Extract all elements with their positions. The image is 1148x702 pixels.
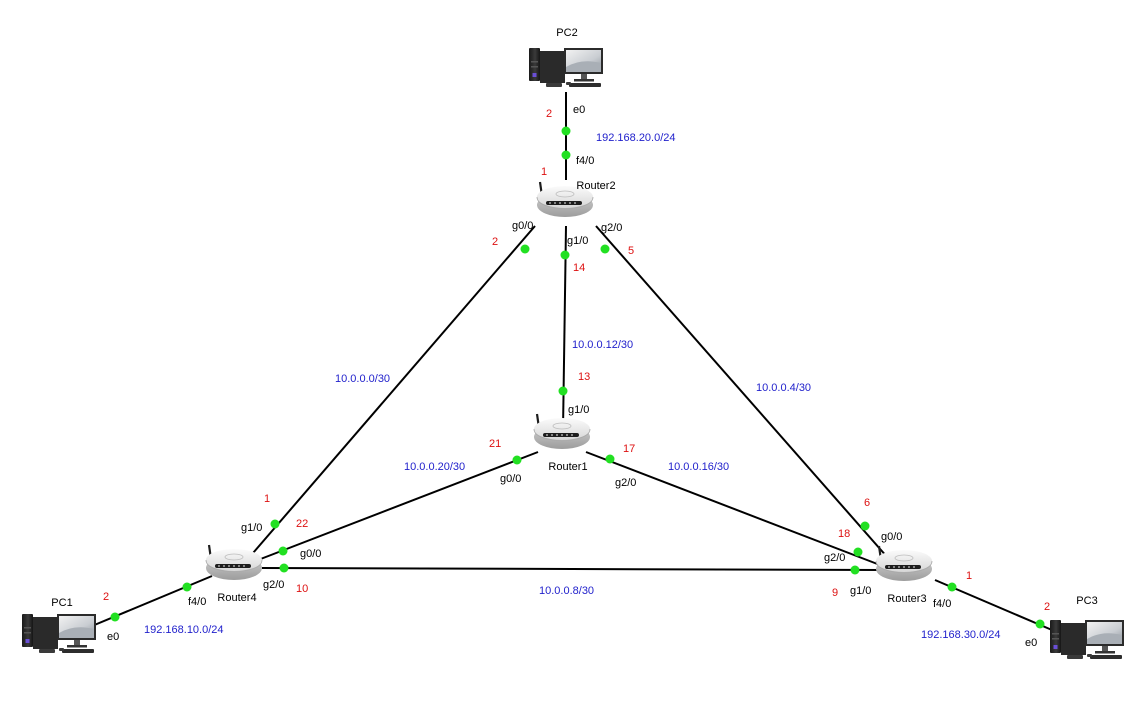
port-dot-router1-g20[interactable] (605, 454, 615, 464)
pc2-device[interactable]: PC2 (529, 27, 603, 87)
port-dot-router4-f40[interactable] (182, 582, 192, 592)
port-dot-pc1-e0[interactable] (110, 612, 120, 622)
device-name-pc2: PC2 (556, 27, 577, 39)
router-icon (204, 543, 264, 582)
link-router1-router3[interactable] (585, 451, 881, 566)
subnet-label-pc2-router2: 192.168.20.0/24 (596, 132, 676, 144)
links-layer (91, 92, 1053, 631)
interface-label-router2-f40: f4/0 (576, 155, 594, 167)
interface-label-router2-g10: g1/0 (567, 235, 588, 247)
desktop-pc-icon (22, 614, 96, 653)
host-octet-router3-g20: 18 (838, 528, 850, 540)
host-octet-pc1-e0: 2 (103, 591, 109, 603)
link-router2-router1[interactable] (562, 225, 567, 431)
port-dot-router3-f40[interactable] (947, 582, 957, 592)
port-dot-router1-g10[interactable] (558, 386, 568, 396)
host-octet-router1-g20: 17 (623, 443, 635, 455)
interface-label-router4-g00: g0/0 (300, 548, 321, 560)
interface-label-router4-g10: g1/0 (241, 522, 262, 534)
port-dot-router4-g00[interactable] (278, 546, 288, 556)
link-router4-router3[interactable] (261, 567, 883, 571)
link-router2-router4[interactable] (246, 225, 536, 561)
interface-label-pc1-e0: e0 (107, 631, 119, 643)
port-dot-pc3-e0[interactable] (1035, 619, 1045, 629)
interface-label-router2-g00: g0/0 (512, 220, 533, 232)
subnet-label-router2-router3: 10.0.0.4/30 (756, 382, 811, 394)
port-dot-router4-g10[interactable] (270, 519, 280, 529)
interface-label-router1-g00: g0/0 (500, 473, 521, 485)
port-dot-router3-g00[interactable] (860, 521, 870, 531)
devices-layer: PC2 Router2 Router1 Router4 Router3 PC1 (22, 27, 1124, 659)
device-name-router3: Router3 (887, 593, 926, 605)
interface-label-router1-g10: g1/0 (568, 404, 589, 416)
host-octet-router2-g20: 5 (628, 245, 634, 257)
interface-label-router4-g20: g2/0 (263, 579, 284, 591)
router1-device[interactable]: Router1 (532, 412, 592, 473)
port-dot-router1-g00[interactable] (512, 455, 522, 465)
host-octet-router3-g00: 6 (864, 497, 870, 509)
port-dot-router2-g00[interactable] (520, 244, 530, 254)
host-octet-router1-g10: 13 (578, 371, 590, 383)
desktop-pc-icon (1050, 620, 1124, 659)
host-octet-router3-f40: 1 (966, 570, 972, 582)
host-octet-pc3-e0: 2 (1044, 601, 1050, 613)
link-router2-router3[interactable] (595, 225, 889, 559)
port-dots-layer (110, 126, 1045, 629)
link-router1-router4[interactable] (257, 451, 539, 561)
desktop-pc-icon (529, 48, 603, 87)
subnet-label-router1-router3: 10.0.0.16/30 (668, 461, 729, 473)
device-name-pc3: PC3 (1076, 595, 1097, 607)
device-name-pc1: PC1 (51, 597, 72, 609)
device-name-router2: Router2 (576, 180, 615, 192)
interface-label-router2-g20: g2/0 (601, 222, 622, 234)
interface-label-router3-g00: g0/0 (881, 531, 902, 543)
interface-label-router3-g10: g1/0 (850, 585, 871, 597)
host-octet-router3-g10: 9 (832, 587, 838, 599)
pc1-device[interactable]: PC1 (22, 597, 96, 653)
device-name-router4: Router4 (217, 592, 256, 604)
subnet-labels-layer: 192.168.20.0/24 10.0.0.0/30 10.0.0.12/30… (144, 132, 1001, 641)
host-octet-router2-f40: 1 (541, 166, 547, 178)
subnet-label-router2-router1: 10.0.0.12/30 (572, 339, 633, 351)
router3-device[interactable]: Router3 (874, 544, 934, 605)
port-dot-router3-g10[interactable] (850, 565, 860, 575)
pc3-device[interactable]: PC3 (1050, 595, 1124, 659)
subnet-label-router4-router3: 10.0.0.8/30 (539, 585, 594, 597)
interface-label-pc2-e0: e0 (573, 104, 585, 116)
interface-label-router3-f40: f4/0 (933, 598, 951, 610)
port-dot-router3-g20[interactable] (853, 547, 863, 557)
subnet-label-router1-router4: 10.0.0.20/30 (404, 461, 465, 473)
interface-label-pc3-e0: e0 (1025, 637, 1037, 649)
host-octet-router4-g10: 1 (264, 493, 270, 505)
subnet-label-router3-pc3: 192.168.30.0/24 (921, 629, 1001, 641)
port-dot-router4-g20[interactable] (279, 563, 289, 573)
host-octet-pc2-e0: 2 (546, 108, 552, 120)
router-icon (874, 544, 934, 583)
router2-device[interactable]: Router2 (535, 180, 616, 219)
interface-label-router4-f40: f4/0 (188, 596, 206, 608)
port-dot-pc2-e0[interactable] (561, 126, 571, 136)
router-icon (532, 412, 592, 451)
host-octet-router1-g00: 21 (489, 438, 501, 450)
interface-label-router3-g20: g2/0 (824, 552, 845, 564)
port-dot-router2-g10[interactable] (560, 250, 570, 260)
interface-labels-layer: e0 f4/0 g0/0 g1/0 g2/0 g1/0 g0/0 g2/0 g1… (107, 104, 1037, 649)
device-name-router1: Router1 (548, 461, 587, 473)
router4-device[interactable]: Router4 (204, 543, 264, 604)
host-octet-labels-layer: 2 1 2 14 5 13 21 17 1 22 10 2 6 18 9 1 2 (103, 108, 1050, 613)
port-dot-router2-g20[interactable] (600, 244, 610, 254)
host-octet-router4-g20: 10 (296, 583, 308, 595)
subnet-label-router2-router4: 10.0.0.0/30 (335, 373, 390, 385)
subnet-label-router4-pc1: 192.168.10.0/24 (144, 624, 224, 636)
host-octet-router4-g00: 22 (296, 518, 308, 530)
host-octet-router2-g00: 2 (492, 236, 498, 248)
interface-label-router1-g20: g2/0 (615, 477, 636, 489)
host-octet-router2-g10: 14 (573, 262, 585, 274)
port-dot-router2-f40[interactable] (561, 150, 571, 160)
